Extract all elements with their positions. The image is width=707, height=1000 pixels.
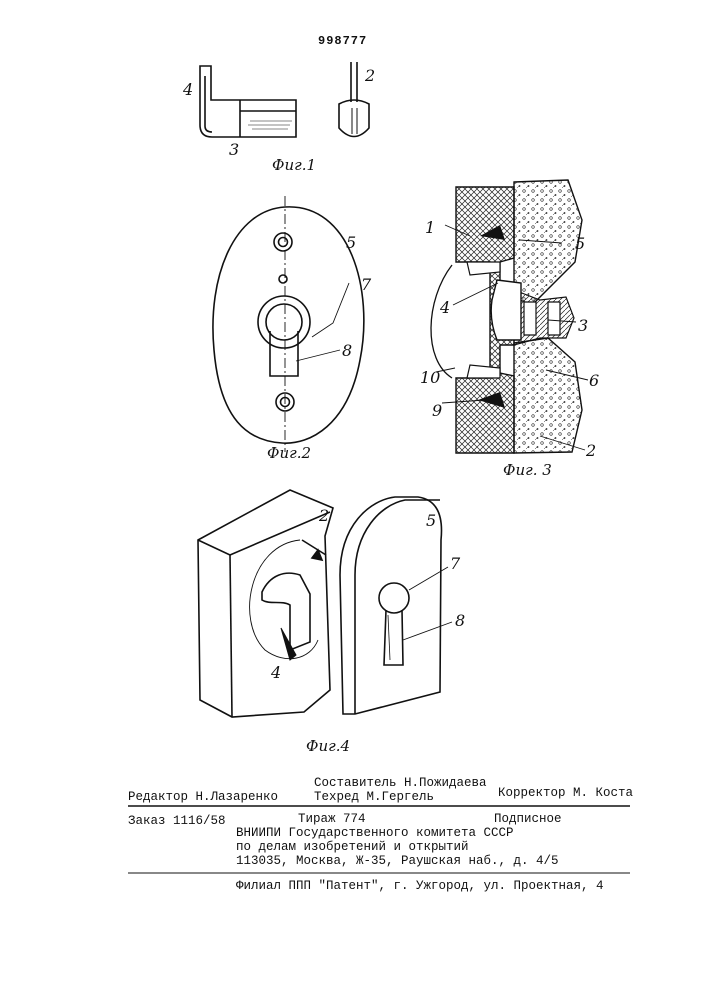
footer-circulation: Тираж 774 bbox=[298, 812, 366, 826]
fig2-label-5: 5 bbox=[346, 233, 356, 252]
footer-techred: Техред М.Гергель bbox=[314, 790, 434, 804]
fig4-label-8: 8 bbox=[455, 611, 465, 630]
footer-subscription: Подписное bbox=[494, 812, 562, 826]
footer-org-line2: по делам изобретений и открытий bbox=[236, 840, 469, 854]
footer-org-line3: 113035, Москва, Ж-35, Раушская наб., д. … bbox=[236, 854, 559, 868]
fig4-label-4: 4 bbox=[271, 663, 281, 682]
fig1-label-4: 4 bbox=[183, 80, 193, 99]
footer-compiler: Составитель Н.Пожидаева bbox=[314, 776, 487, 790]
fig3-label-10: 10 bbox=[420, 368, 440, 387]
fig1-label-3: 3 bbox=[229, 140, 239, 159]
fig2-label-7: 7 bbox=[361, 275, 371, 294]
fig3-label-5: 5 bbox=[575, 234, 585, 253]
fig2-label-8: 8 bbox=[342, 341, 352, 360]
footer-editor: Редактор Н.Лазаренко bbox=[128, 790, 278, 804]
fig4-label-5: 5 bbox=[426, 511, 436, 530]
fig3-label-1: 1 bbox=[425, 218, 435, 237]
fig4-caption: Фиг.4 bbox=[306, 737, 350, 755]
footer-order: Заказ 1116/58 bbox=[128, 814, 226, 828]
fig3-section bbox=[431, 180, 588, 453]
fig1-hook-view bbox=[200, 66, 296, 137]
fig3-label-4: 4 bbox=[440, 298, 450, 317]
footer-branch: Филиал ППП "Патент", г. Ужгород, ул. Про… bbox=[236, 879, 604, 893]
fig3-label-6: 6 bbox=[589, 371, 599, 390]
fig2-caption: Фиг.2 bbox=[267, 444, 311, 462]
footer-corrector: Корректор М. Коста bbox=[498, 786, 633, 800]
fig3-label-2: 2 bbox=[586, 441, 596, 460]
footer-org-line1: ВНИИПИ Государственного комитета СССР bbox=[236, 826, 514, 840]
fig3-label-3: 3 bbox=[578, 316, 588, 335]
fig1-caption: Фиг.1 bbox=[272, 156, 316, 174]
fig1-label-2: 2 bbox=[365, 66, 375, 85]
fig4-label-2: 2 bbox=[319, 506, 329, 525]
fig2-plate bbox=[213, 196, 364, 452]
fig3-caption: Фиг. 3 bbox=[503, 461, 552, 479]
fig3-label-9: 9 bbox=[432, 401, 442, 420]
fig4-label-7: 7 bbox=[450, 554, 460, 573]
